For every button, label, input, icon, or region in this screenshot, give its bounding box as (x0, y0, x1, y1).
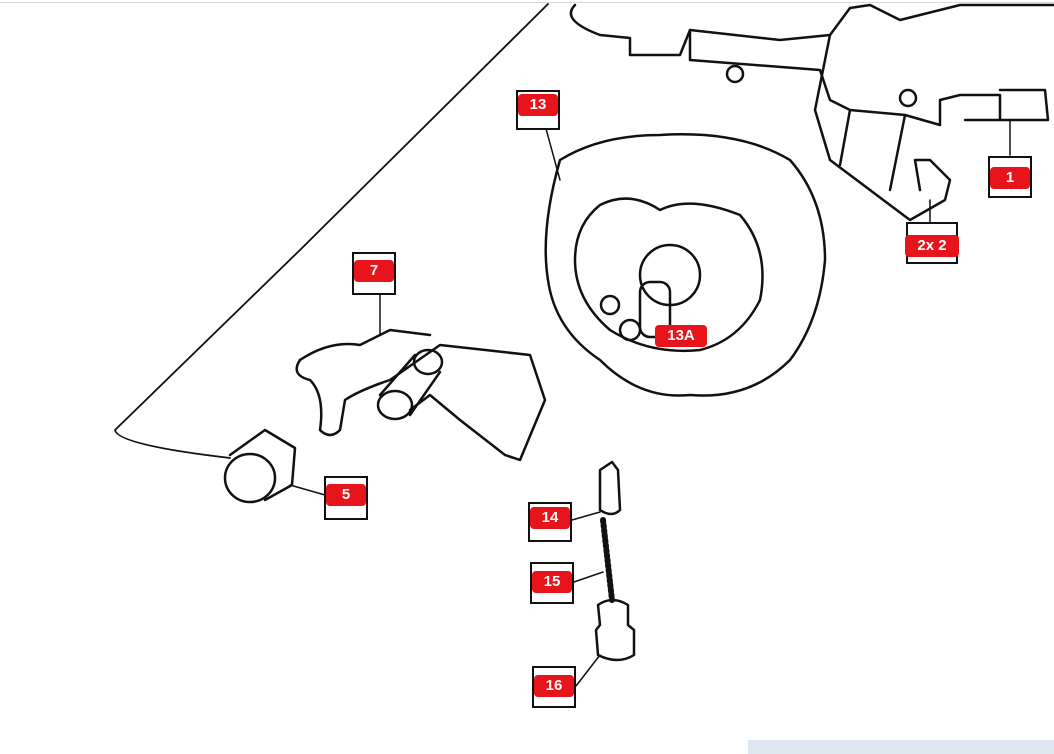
part-1-shaft (569, 3, 1054, 223)
hotspot-2[interactable]: 2x 2 (905, 235, 959, 257)
hotspot-7[interactable]: 7 (354, 260, 394, 282)
part-7-shift-fork (295, 294, 547, 462)
hotspot-5[interactable]: 5 (326, 484, 366, 506)
hotspot-14[interactable]: 14 (530, 507, 570, 529)
top-divider (0, 2, 1054, 3)
bottom-panel-edge (748, 740, 1054, 754)
part-14-16-detent (571, 460, 636, 687)
hotspot-15[interactable]: 15 (532, 571, 572, 593)
part-13-disc (544, 124, 827, 397)
guide-line (114, 3, 549, 459)
hotspot-16[interactable]: 16 (534, 675, 574, 697)
part-5-knob (223, 428, 326, 504)
hotspot-13a[interactable]: 13A (655, 325, 707, 347)
hotspot-1[interactable]: 1 (990, 167, 1030, 189)
hotspot-13[interactable]: 13 (518, 94, 558, 116)
